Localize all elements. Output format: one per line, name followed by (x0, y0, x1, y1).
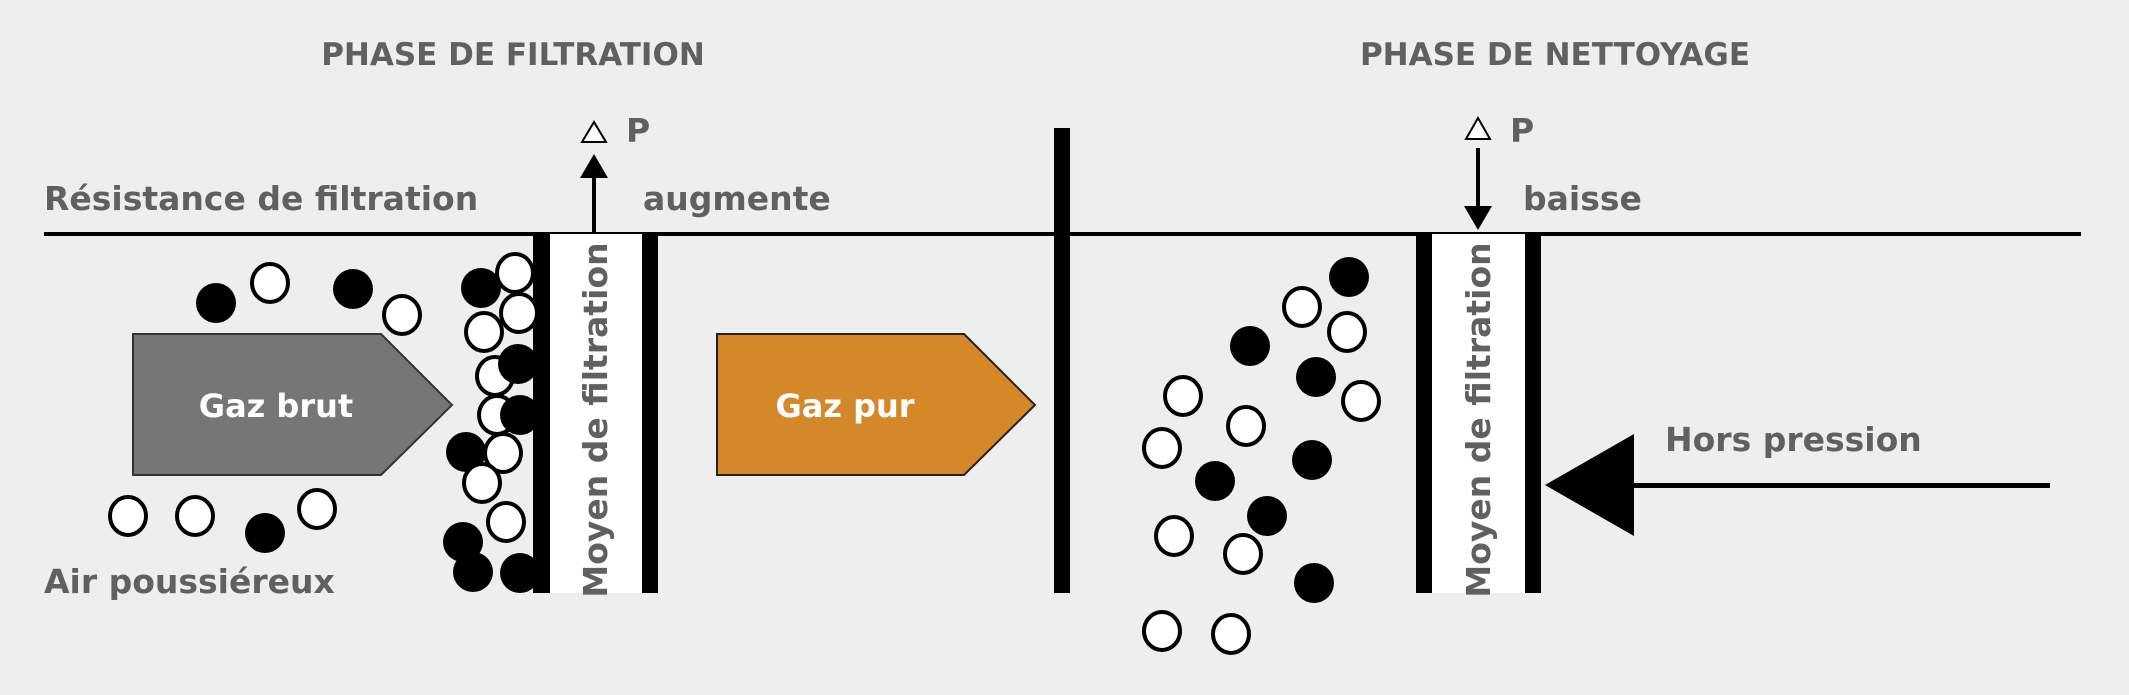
light-dust-particle (297, 488, 337, 530)
light-dust-particle (1223, 533, 1263, 575)
back-pressure-arrow: Hors pression (1545, 420, 2050, 536)
filter-medium-label: Moyen de filtration (576, 242, 615, 597)
cleaning-phase-title: PHASE DE NETTOYAGE (1360, 37, 1750, 73)
arrow-shaft (1610, 483, 2050, 488)
delta-p-decrease-indicator: P (1464, 111, 1534, 230)
raw-gas-label: Gaz brut (199, 387, 353, 425)
dark-dust-particle (498, 344, 538, 384)
light-dust-particle (250, 262, 290, 304)
decreases-label: baisse (1523, 179, 1642, 218)
filter-medium-left: Moyen de filtration (533, 234, 658, 598)
filtration-phase-title: PHASE DE FILTRATION (321, 37, 705, 73)
delta-p-letter: P (1510, 111, 1534, 150)
delta-p-letter: P (626, 111, 650, 150)
delta-triangle-icon (580, 120, 608, 143)
arrow-left-icon (1545, 434, 1634, 536)
clean-gas-label: Gaz pur (775, 387, 914, 425)
dark-dust-particle (1247, 496, 1287, 536)
dust-cake-particles (443, 252, 540, 593)
dark-dust-particle (1296, 357, 1336, 397)
delta-triangle-icon (1464, 115, 1492, 140)
dark-dust-particle (1294, 563, 1334, 603)
light-dust-particle (1282, 286, 1322, 328)
dark-dust-particle (453, 552, 493, 592)
light-dust-particle (382, 294, 422, 336)
filter-medium-label: Moyen de filtration (1459, 242, 1498, 597)
light-dust-particle (464, 311, 504, 353)
light-dust-particle (1327, 311, 1367, 353)
arrow-shaft (1476, 148, 1480, 208)
dark-dust-particle (245, 513, 285, 553)
clean-gas-arrow: Gaz pur (716, 333, 1037, 476)
arrow-up-icon (580, 154, 608, 178)
dark-dust-particle (1230, 326, 1270, 366)
dark-dust-particle (1195, 461, 1235, 501)
light-dust-particle (175, 495, 215, 537)
phase-divider (1054, 128, 1070, 593)
light-dust-particle (462, 462, 502, 504)
light-dust-particle (1211, 613, 1251, 655)
light-dust-particle (1142, 427, 1182, 469)
arrow-shaft (592, 176, 596, 234)
dark-dust-particle (461, 268, 501, 308)
light-dust-particle (1341, 380, 1381, 422)
light-dust-particle (1142, 610, 1182, 652)
raw-gas-arrow: Gaz brut (132, 333, 454, 476)
arrow-down-icon (1464, 206, 1492, 230)
dark-dust-particle (196, 283, 236, 323)
dark-dust-particle (500, 553, 540, 593)
light-dust-particle (495, 252, 535, 294)
light-dust-particle (499, 292, 539, 334)
dark-dust-particle (500, 395, 540, 435)
dark-dust-particle (446, 432, 486, 472)
light-dust-particle (486, 501, 526, 543)
filtration-resistance-label: Résistance de filtration (44, 179, 478, 218)
dusty-air-label: Air poussiéreux (44, 562, 335, 601)
light-dust-particle (1163, 375, 1203, 417)
dark-dust-particle (1292, 440, 1332, 480)
light-dust-particle (1154, 515, 1194, 557)
arrow-right-icon (132, 333, 454, 476)
dust-particles-incoming (108, 262, 422, 553)
delta-p-increase-indicator: P (580, 111, 650, 234)
dust-particles-released (1142, 257, 1381, 655)
dark-dust-particle (333, 269, 373, 309)
filter-medium-right: Moyen de filtration (1416, 234, 1541, 598)
back-pressure-label: Hors pression (1665, 420, 1922, 459)
dark-dust-particle (1329, 257, 1369, 297)
light-dust-particle (108, 495, 148, 537)
increases-label: augmente (643, 179, 831, 218)
arrow-right-icon (716, 333, 1037, 476)
light-dust-particle (483, 432, 523, 474)
light-dust-particle (1226, 405, 1266, 447)
